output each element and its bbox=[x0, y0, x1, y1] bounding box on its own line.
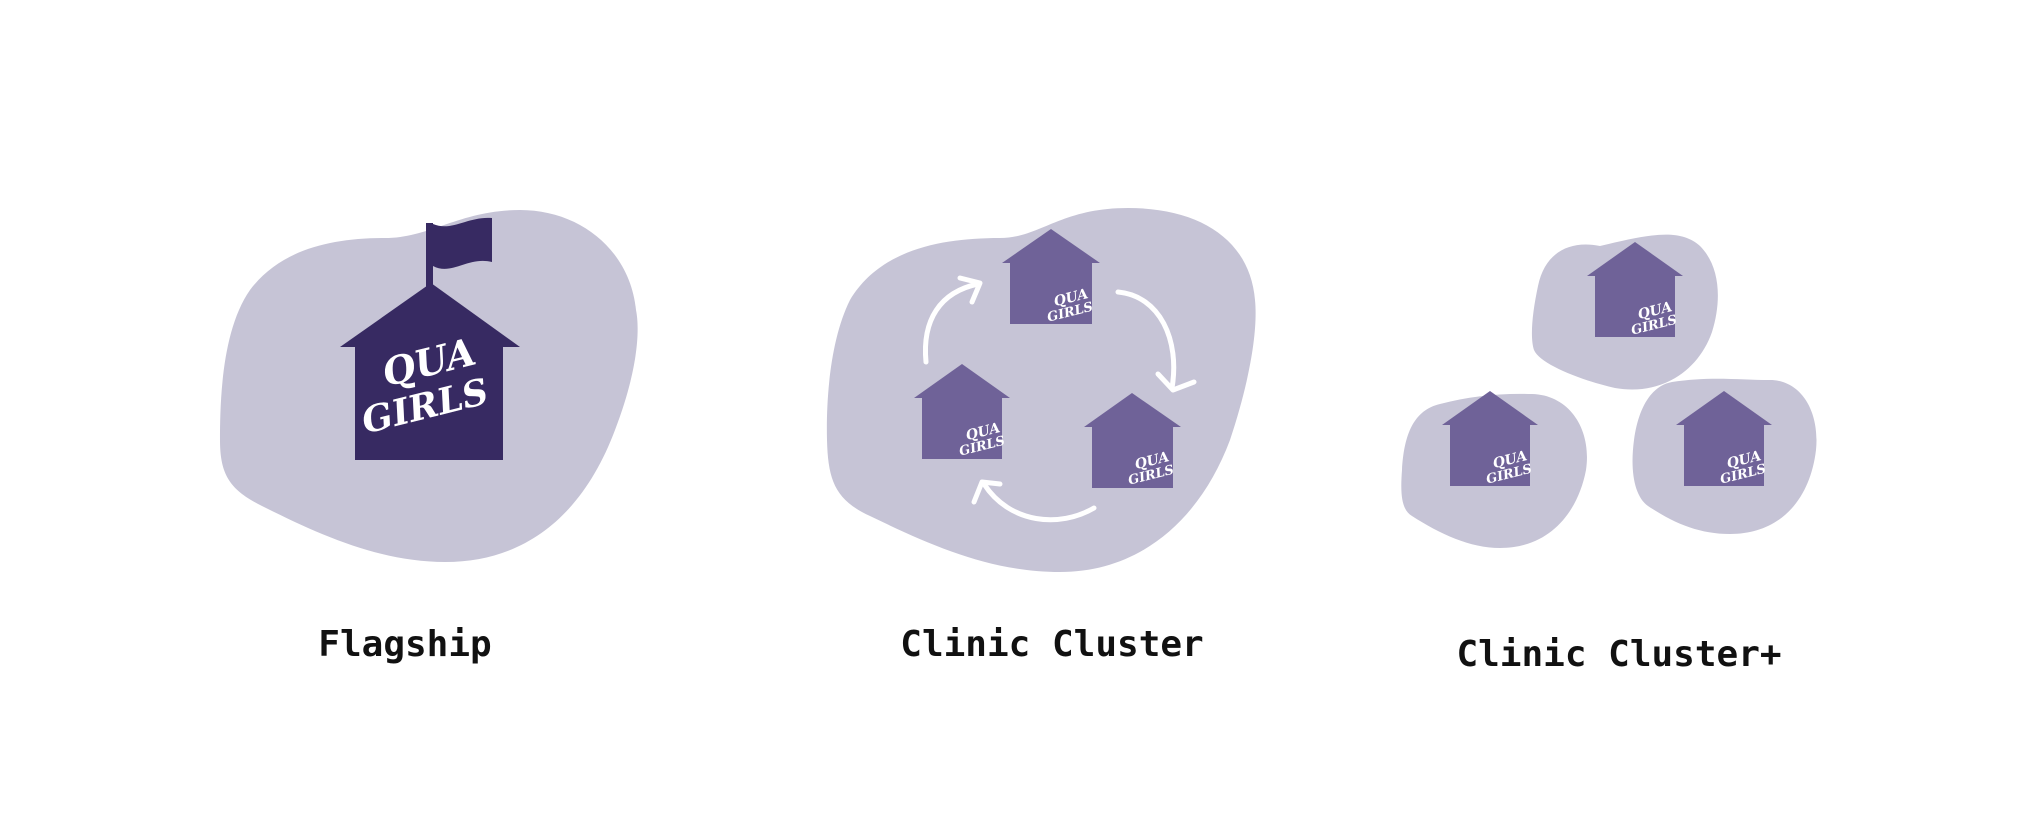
arrowhead-left-to-top bbox=[957, 275, 983, 305]
clinic-cluster-model: QUA GIRLS QUA GIRLS QUA GIRLS bbox=[826, 208, 1256, 572]
flagship-house-icon: QUA GIRLS bbox=[340, 217, 520, 460]
arrow-left-to-top bbox=[922, 281, 981, 365]
clinic-cluster-label: Clinic Cluster bbox=[900, 624, 1204, 665]
cluster-house-right-icon: QUA GIRLS bbox=[1084, 393, 1181, 489]
plus-house-top-icon: QUA GIRLS bbox=[1587, 242, 1683, 339]
arrow-right-to-left bbox=[981, 481, 1097, 523]
flag-pole bbox=[426, 223, 433, 287]
arrow-top-to-right bbox=[1115, 289, 1177, 391]
cluster-house-left-icon: QUA GIRLS bbox=[914, 364, 1010, 460]
arrowhead-right-to-left bbox=[971, 479, 1003, 505]
cycle-arrows-icon bbox=[922, 275, 1197, 523]
arrowhead-top-to-right bbox=[1155, 371, 1197, 393]
flag-icon bbox=[433, 217, 492, 269]
plus-house-right-icon: QUA GIRLS bbox=[1676, 391, 1772, 488]
plus-house-left-icon: QUA GIRLS bbox=[1442, 391, 1538, 488]
flagship-model: QUA GIRLS bbox=[220, 210, 638, 562]
house-roof bbox=[340, 283, 520, 347]
clinic-cluster-plus-model: QUA GIRLS QUA GIRLS QUA GIRLS bbox=[1401, 234, 1817, 548]
flagship-label: Flagship bbox=[318, 624, 492, 665]
clinic-cluster-plus-label: Clinic Cluster+ bbox=[1456, 634, 1782, 675]
cluster-house-top-icon: QUA GIRLS bbox=[1002, 229, 1100, 326]
house-body bbox=[355, 346, 503, 460]
